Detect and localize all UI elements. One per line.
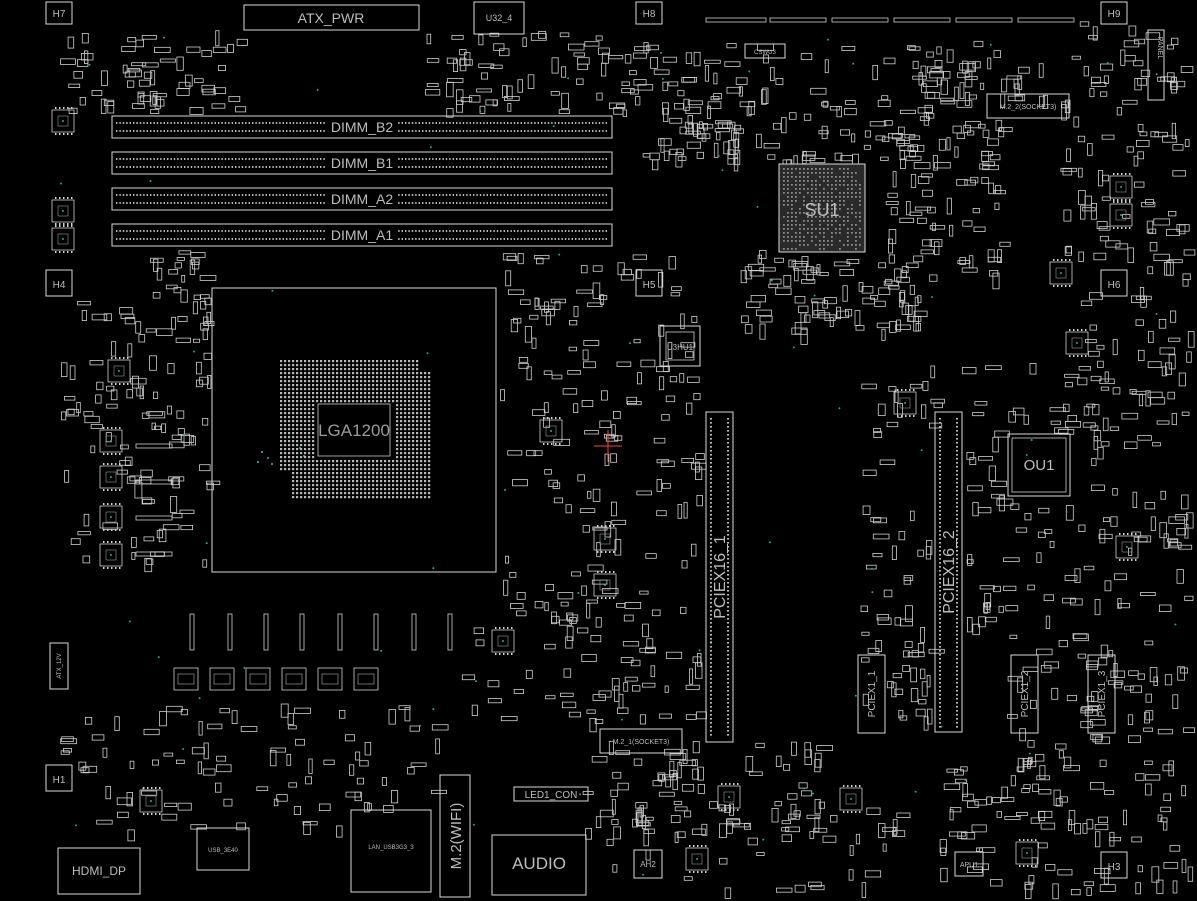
led1-con-label: LED1_CON (525, 790, 578, 801)
vrm-inductors (135, 443, 453, 691)
dimm-b1-label: DIMM_B1 (331, 155, 393, 171)
top-edge-headers (705, 17, 1075, 23)
dimm-slot-a1: DIMM_A1 (111, 223, 613, 247)
panel-connector: PANEL (1147, 29, 1165, 101)
m2-1-label: M.2_1(SOCKET3) (613, 739, 670, 746)
hole-label-h7: H7 (53, 9, 66, 20)
su1-label: SU1 (804, 200, 839, 220)
vias (59, 36, 1177, 876)
ah2-chip: AH2 (633, 849, 663, 879)
su1-pin-array (783, 168, 861, 250)
chipset-su1: SU1 (778, 163, 866, 253)
hdmi-dp-connector: HDMI_DP (57, 847, 141, 895)
dimm-b2-label: DIMM_B2 (331, 119, 393, 135)
pciex1-1-label: PCIEX1_1 (867, 670, 878, 717)
apu1-label: APU1 (960, 862, 978, 869)
m2-socket-1: M.2_1(SOCKET3) (599, 728, 683, 754)
pcie-x16-slot-2: PCIEX16_2 (934, 411, 963, 733)
dimm-a2-label: DIMM_A2 (331, 191, 393, 207)
led1-connector: LED1_CON (513, 786, 589, 802)
pcie-x1-slot-1: PCIEX1_1 (857, 654, 886, 734)
u3hu1-label: U3HU1 (667, 343, 694, 352)
panel-label: PANEL (1156, 37, 1163, 60)
hole-label-h6: H6 (1108, 280, 1121, 291)
atx-12v-connector: ATX_12V (49, 642, 69, 690)
mounting-hole-h9: H9 (1100, 1, 1128, 25)
m2-wifi-socket: M.2(WIFI) (439, 774, 471, 898)
mounting-hole-h8: H8 (635, 1, 663, 25)
ou1-chip: OU1 (1007, 433, 1071, 497)
m2-2-label: M.2_2(SOCKET3) (1000, 104, 1057, 111)
pciex1-2-label: PCIEX1_2 (1020, 670, 1031, 717)
pcie-x1-slot-2: PCIEX1_2 (1010, 654, 1039, 734)
hole-label-h1: H1 (53, 775, 66, 786)
m2-socket-2: M.2_2(SOCKET3) (986, 93, 1070, 119)
m2-wifi-label: M.2(WIFI) (448, 803, 465, 870)
dimm-a1-label: DIMM_A1 (331, 227, 393, 243)
apu1-chip: APU1 (954, 851, 984, 877)
audio-jack: AUDIO (491, 834, 587, 896)
mounting-hole-h1: H1 (45, 764, 73, 792)
ou1-label: OU1 (1024, 457, 1055, 474)
dimm-slot-b1: DIMM_B1 (111, 151, 613, 175)
mounting-hole-h3: H3 (1100, 851, 1128, 879)
dimm-slot-a2: DIMM_A2 (111, 187, 613, 211)
passive-components (60, 21, 1196, 900)
u32-4-chip: U32_4 (473, 1, 525, 35)
lan-usb-label: LAN_USB3G3_3 (368, 845, 414, 851)
csw-label: CSWU3 (754, 50, 776, 56)
atx-power-connector: ATX_PWR (243, 4, 420, 31)
mounting-hole-h7: H7 (45, 1, 73, 25)
cpu-socket-label: LGA1200 (318, 421, 390, 440)
mounting-hole-h5: H5 (635, 269, 663, 297)
u32-4-label: U32_4 (486, 13, 513, 23)
mounting-hole-h4: H4 (45, 269, 73, 297)
pciex16-1-label: PCIEX16_1 (712, 535, 729, 619)
hdmi-dp-label: HDMI_DP (72, 864, 126, 878)
hole-label-h9: H9 (1108, 9, 1121, 20)
mounting-hole-h6: H6 (1100, 269, 1128, 297)
u3hu1-chip: U3HU1 (659, 325, 701, 367)
pciex1-3-label: PCIEX1_3 (1097, 670, 1108, 717)
hole-label-h8: H8 (643, 9, 656, 20)
ah2-label: AH2 (640, 860, 656, 869)
pcie-x16-slot-1: PCIEX16_1 (705, 411, 734, 743)
csw-chip: CSWU3 (744, 43, 786, 59)
pcie-x1-slot-3: PCIEX1_3 (1087, 654, 1116, 734)
audio-label: AUDIO (512, 854, 566, 873)
dimm-slot-b2: DIMM_B2 (111, 115, 613, 139)
cpu-pin-array (280, 360, 431, 499)
atx-pwr-label: ATX_PWR (298, 10, 365, 26)
atx-12v-label: ATX_12V (57, 653, 63, 678)
lan-usb-connector: LAN_USB3G3_3 (350, 809, 432, 893)
qfn-chips (51, 107, 1139, 873)
usb-connector: USB_3E40 (196, 827, 250, 871)
pciex16-2-label: PCIEX16_2 (941, 530, 958, 614)
cpu-socket: LGA1200 (211, 287, 497, 573)
cursor-crosshair (594, 430, 622, 462)
hole-label-h4: H4 (53, 280, 66, 291)
usb-3-label: USB_3E40 (208, 848, 238, 854)
hole-label-h5: H5 (643, 280, 656, 291)
hole-label-h3: H3 (1108, 862, 1121, 873)
